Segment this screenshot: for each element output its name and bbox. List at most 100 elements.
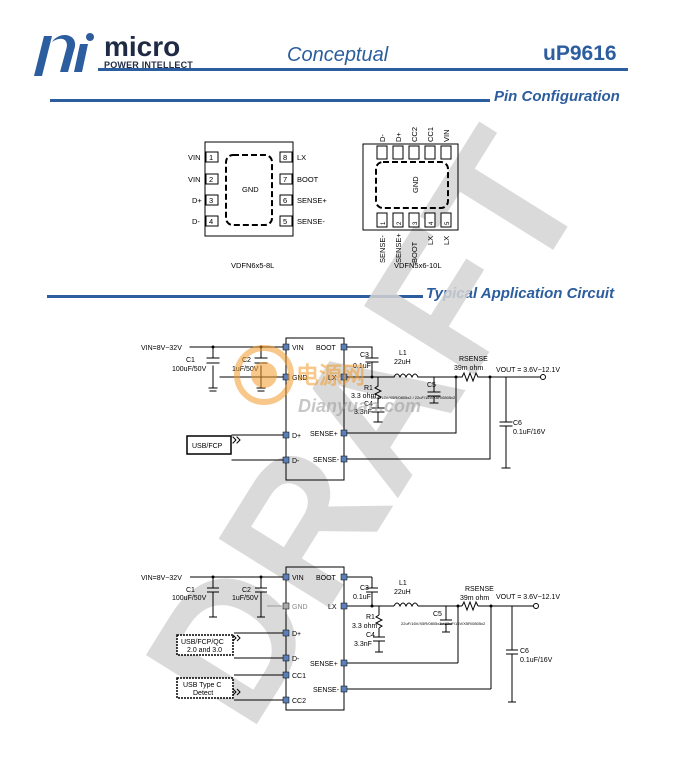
- pkg8-pin-name: VIN: [188, 175, 201, 184]
- pkg10-pin-name: BOOT: [410, 241, 419, 263]
- c2-r1-val: 3.3 ohm: [352, 623, 377, 630]
- c2-c4-name: C4: [366, 632, 375, 639]
- c2-pin-vin: VIN: [292, 575, 304, 582]
- package-10l: GND D- D+ CC2 CC1 VIN 1 2 3 4 5 SENSE- S…: [362, 127, 459, 270]
- c2-pin-cc2: CC2: [292, 698, 306, 705]
- svg-text:电源网: 电源网: [296, 362, 365, 388]
- typical-app-title: Typical Application Circuit: [426, 285, 615, 302]
- pkg8-pin-num: 1: [209, 153, 213, 162]
- pkg8-pin-num: 6: [283, 196, 287, 205]
- c2-r1-name: R1: [366, 614, 375, 621]
- c2-c4-val: 3.3nF: [354, 641, 372, 648]
- c1-c3-name: C3: [360, 352, 369, 359]
- c1-c6-name: C6: [513, 420, 522, 427]
- pin-config-title: Pin Configuration: [494, 88, 620, 105]
- c2-l1-name: L1: [399, 580, 407, 587]
- pkg8-pin-name: BOOT: [297, 175, 319, 184]
- c2-vout: VOUT = 3.6V~12.1V: [496, 594, 560, 601]
- pkg8-center: GND: [242, 185, 259, 194]
- pkg10-pin-name: SENSE+: [394, 233, 403, 263]
- typical-app-rule: [47, 295, 423, 298]
- pkg10-pin-name: CC2: [410, 127, 419, 142]
- pkg8-pin-num: 3: [209, 196, 213, 205]
- pkg8-pin-name: SENSE-: [297, 217, 325, 226]
- c1-c4-val: 3.3nF: [354, 409, 372, 416]
- package-8l: GND 1 2 3 4 VIN VIN D+ D- 8 7 6 5 LX BOO…: [188, 141, 327, 270]
- logo-tagline: POWER INTELLECT: [104, 60, 193, 70]
- pkg8-pin-num: 7: [283, 175, 287, 184]
- c2-pin-boot: BOOT: [316, 575, 337, 582]
- pkg8-pin-num: 4: [209, 217, 213, 226]
- c1-c5-name: C5: [427, 382, 436, 389]
- c1-rsense-val: 39m ohm: [454, 365, 483, 372]
- c2-pin-lx: LX: [328, 604, 337, 611]
- c1-c4-name: C4: [364, 401, 373, 408]
- header-rule: [98, 68, 628, 71]
- pkg10-pin-num: 2: [397, 221, 403, 225]
- c1-pin-boot: BOOT: [316, 345, 337, 352]
- c2-c6-val: 0.1uF/16V: [520, 657, 553, 664]
- c2-pin-cc1: CC1: [292, 673, 306, 680]
- c2-usb-box2-line2: Detect: [193, 690, 213, 697]
- pkg8-pin-num: 5: [283, 217, 287, 226]
- c2-pin-senseminus: SENSE-: [313, 687, 340, 694]
- c2-rsense-val: 39m ohm: [460, 595, 489, 602]
- c2-c3-val: 0.1uF: [353, 594, 371, 601]
- pkg8-pin-name: LX: [297, 153, 306, 162]
- c2-usb-box1-line1: USB/FCP/QC: [181, 639, 224, 646]
- c2-l1-val: 22uH: [394, 589, 411, 596]
- pkg8-pin-name: D+: [192, 196, 202, 205]
- c1-pin-gnd: GND: [292, 375, 308, 382]
- c2-pin-dplus: D+: [292, 631, 301, 638]
- pkg8-pin-name: D-: [192, 217, 200, 226]
- c1-output-cap-note: 22uF/16V/X5R/0805x2 / 22uF/16V/X5R/0805x…: [371, 395, 456, 400]
- c2-usb-box1-line2: 2.0 and 3.0: [187, 647, 222, 654]
- pkg8-pin-num: 8: [283, 153, 287, 162]
- part-number: uP9616: [543, 42, 617, 65]
- c2-c2-name: C2: [242, 587, 251, 594]
- c2-c6-name: C6: [520, 648, 529, 655]
- c1-pin-lx: LX: [328, 375, 337, 382]
- c1-l1-name: L1: [399, 350, 407, 357]
- c1-l1-val: 22uH: [394, 359, 411, 366]
- svg-text:Dianyuan.com: Dianyuan.com: [298, 396, 421, 416]
- pkg8-pin-name: SENSE+: [297, 196, 327, 205]
- pin-config-rule: [50, 99, 490, 102]
- circuit-1: VIN GND D+ D- BOOT LX SENSE+ SENSE-: [141, 337, 560, 481]
- c2-pin-gnd: GND: [292, 604, 308, 611]
- c1-pin-vin: VIN: [292, 345, 304, 352]
- c2-c2-val: 1uF/50V: [232, 595, 259, 602]
- micro-logo-icon: [34, 33, 94, 76]
- c1-rsense-name: RSENSE: [459, 356, 488, 363]
- c1-pin-dplus: D+: [292, 433, 301, 440]
- circuit-2: VIN GND D+ D- CC1 CC2 BOOT LX SENSE+ SEN…: [141, 566, 560, 711]
- pkg10-pin-num: 1: [381, 221, 387, 225]
- c1-c2-val: 1uF/50V: [232, 366, 259, 373]
- c2-c1-val: 100uF/50V: [172, 595, 207, 602]
- pkg8-name: VDFN6x5-8L: [231, 261, 274, 270]
- pkg10-pin-num: 4: [429, 221, 435, 225]
- pkg10-pin-name: VIN: [442, 129, 451, 142]
- pkg10-center: GND: [411, 176, 420, 193]
- c1-c1-val: 100uF/50V: [172, 366, 207, 373]
- c1-pin-senseminus: SENSE-: [313, 457, 340, 464]
- c1-c1-name: C1: [186, 357, 195, 364]
- pkg10-name: VDFN5x6-10L: [394, 261, 442, 270]
- pkg8-pin-name: VIN: [188, 153, 201, 162]
- c1-c2-name: C2: [242, 357, 251, 364]
- document-status: Conceptual: [287, 44, 389, 66]
- c1-vout: VOUT = 3.6V~12.1V: [496, 367, 560, 374]
- c2-c5-name: C5: [433, 611, 442, 618]
- c1-pin-senseplus: SENSE+: [310, 431, 338, 438]
- pkg10-pin-name: LX: [426, 236, 435, 245]
- pkg10-pin-name: SENSE-: [378, 235, 387, 263]
- c1-c3-val: 0.1uF: [353, 363, 371, 370]
- pkg10-pin-name: CC1: [426, 127, 435, 142]
- c1-r1-name: R1: [364, 385, 373, 392]
- c2-vin: VIN=8V~32V: [141, 575, 182, 582]
- c2-output-cap-note: 22uF/16V/X5R/0805x2 / 22uF/16V/X5R/0805x…: [401, 621, 486, 626]
- pkg10-pin-name: D+: [394, 132, 403, 142]
- c2-c1-name: C1: [186, 587, 195, 594]
- dianyuan-watermark: 电源网 Dianyuan.com: [234, 345, 421, 416]
- c2-pin-dminus: D-: [292, 656, 300, 663]
